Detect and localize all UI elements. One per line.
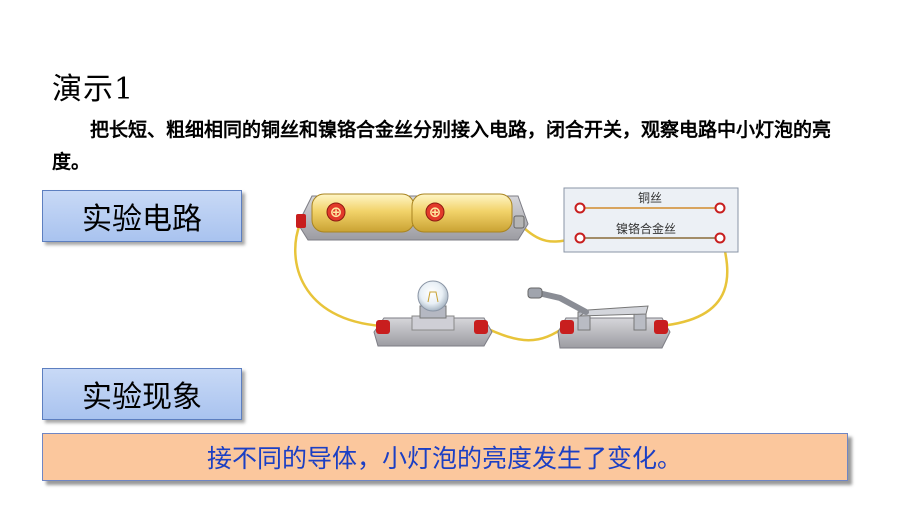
battery-holder: ⊕ ⊕ bbox=[296, 193, 529, 241]
knife-switch bbox=[527, 287, 671, 349]
wire-battery-to-lamp bbox=[294, 223, 383, 328]
board-terminal bbox=[714, 202, 726, 214]
result-banner: 接不同的导体，小灯泡的亮度发生了变化。 bbox=[42, 433, 848, 481]
battery-cell-1: ⊕ bbox=[311, 193, 415, 233]
experiment-description: 把长短、粗细相同的铜丝和镍铬合金丝分别接入电路，闭合开关，观察电路中小灯泡的亮度… bbox=[52, 119, 832, 173]
switch-handle bbox=[527, 287, 543, 299]
wire-lamp-to-switch bbox=[481, 324, 567, 342]
copper-wire-label: 铜丝 bbox=[638, 190, 662, 205]
slide-title: 演示1 bbox=[52, 72, 135, 107]
switch-terminal-left bbox=[560, 320, 574, 334]
switch-blade bbox=[578, 305, 649, 317]
battery-plus-symbol: ⊕ bbox=[429, 203, 442, 221]
battery-cell-2: ⊕ bbox=[411, 193, 513, 233]
light-bulb-icon bbox=[417, 280, 449, 312]
lamp bbox=[373, 280, 493, 347]
battery-terminal-right bbox=[513, 215, 525, 229]
battery-terminal-left bbox=[296, 214, 306, 228]
nichrome-wire-label: 镍铬合金丝 bbox=[616, 221, 676, 236]
battery-plus-symbol: ⊕ bbox=[330, 203, 343, 221]
board-terminal bbox=[714, 232, 726, 244]
wire-board: 铜丝 镍铬合金丝 bbox=[563, 187, 739, 253]
lamp-terminal-left bbox=[376, 320, 390, 334]
result-text: 接不同的导体，小灯泡的亮度发生了变化。 bbox=[207, 444, 683, 473]
circuit-section-label: 实验电路 bbox=[42, 190, 242, 242]
phenomenon-section-label: 实验现象 bbox=[42, 368, 242, 420]
board-terminal bbox=[574, 232, 586, 244]
lamp-terminal-right bbox=[474, 320, 488, 334]
board-terminal bbox=[574, 202, 586, 214]
switch-terminal-right bbox=[654, 320, 668, 334]
